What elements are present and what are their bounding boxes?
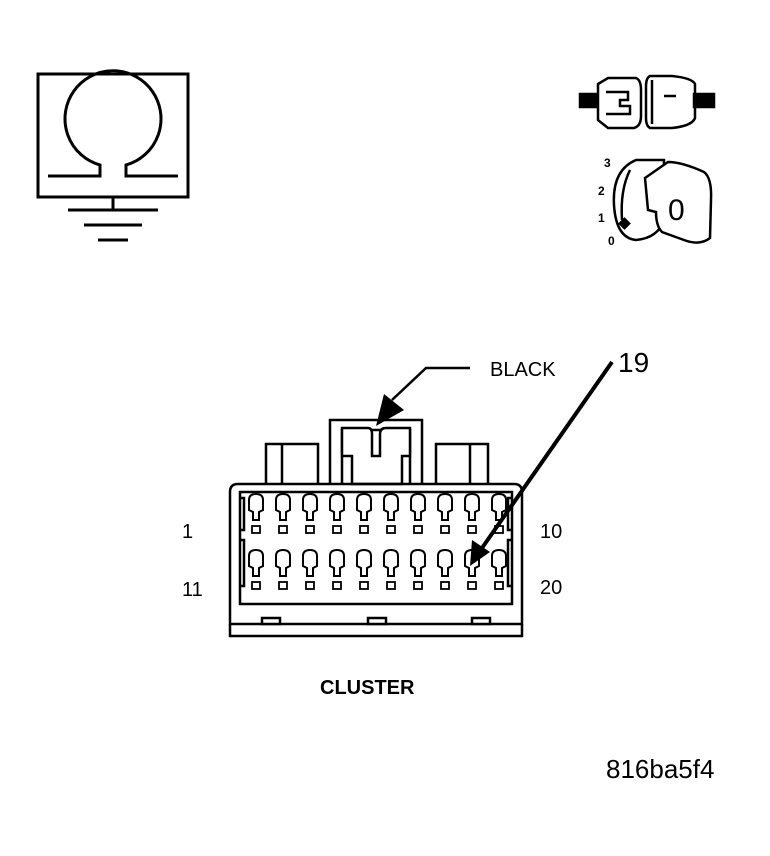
pin-19-leader-arrow: [470, 360, 614, 566]
ignition-key-icon: 3 2 1 0 0: [598, 156, 713, 248]
pin-cavities: [248, 492, 507, 590]
connector-name-label: CLUSTER: [320, 677, 415, 699]
pin-cavity: [491, 548, 507, 590]
pin-cavity: [329, 548, 345, 590]
ignition-key-label: 0: [668, 194, 685, 227]
row2-first-pin-label: 11: [182, 579, 203, 601]
ignition-position-0: 0: [608, 234, 615, 248]
pin-cavity: [437, 548, 453, 590]
pin-cavity: [275, 548, 291, 590]
pin-cavity: [464, 492, 480, 534]
connector-color-label: BLACK: [490, 359, 556, 381]
ignition-position-1: 1: [598, 211, 605, 225]
pin-cavity: [437, 492, 453, 534]
pin-cavity: [302, 492, 318, 534]
figure-id-label: 816ba5f4: [606, 754, 714, 784]
row2-last-pin-label: 20: [540, 577, 562, 599]
pin-cavity: [248, 548, 264, 590]
pin-callout-label: 19: [618, 347, 649, 378]
pin-cavity: [356, 548, 372, 590]
pin-cavity: [248, 492, 264, 534]
ohmmeter-ground-icon: [36, 69, 190, 242]
disconnected-connector-icon: [578, 74, 716, 130]
pin-cavity: [356, 492, 372, 534]
connector-housing: [228, 418, 524, 638]
pin-cavity: [302, 548, 318, 590]
pin-cavity: [329, 492, 345, 534]
pin-cavity: [410, 492, 426, 534]
pin-cavity: [410, 548, 426, 590]
pin-cavity: [275, 492, 291, 534]
pin-cavity: [383, 492, 399, 534]
pin-cavity: [383, 548, 399, 590]
ignition-position-2: 2: [598, 184, 605, 198]
row1-last-pin-label: 10: [540, 521, 562, 543]
row1-first-pin-label: 1: [182, 521, 193, 543]
ignition-position-3: 3: [604, 156, 611, 170]
black-leader-arrow: [376, 366, 470, 426]
